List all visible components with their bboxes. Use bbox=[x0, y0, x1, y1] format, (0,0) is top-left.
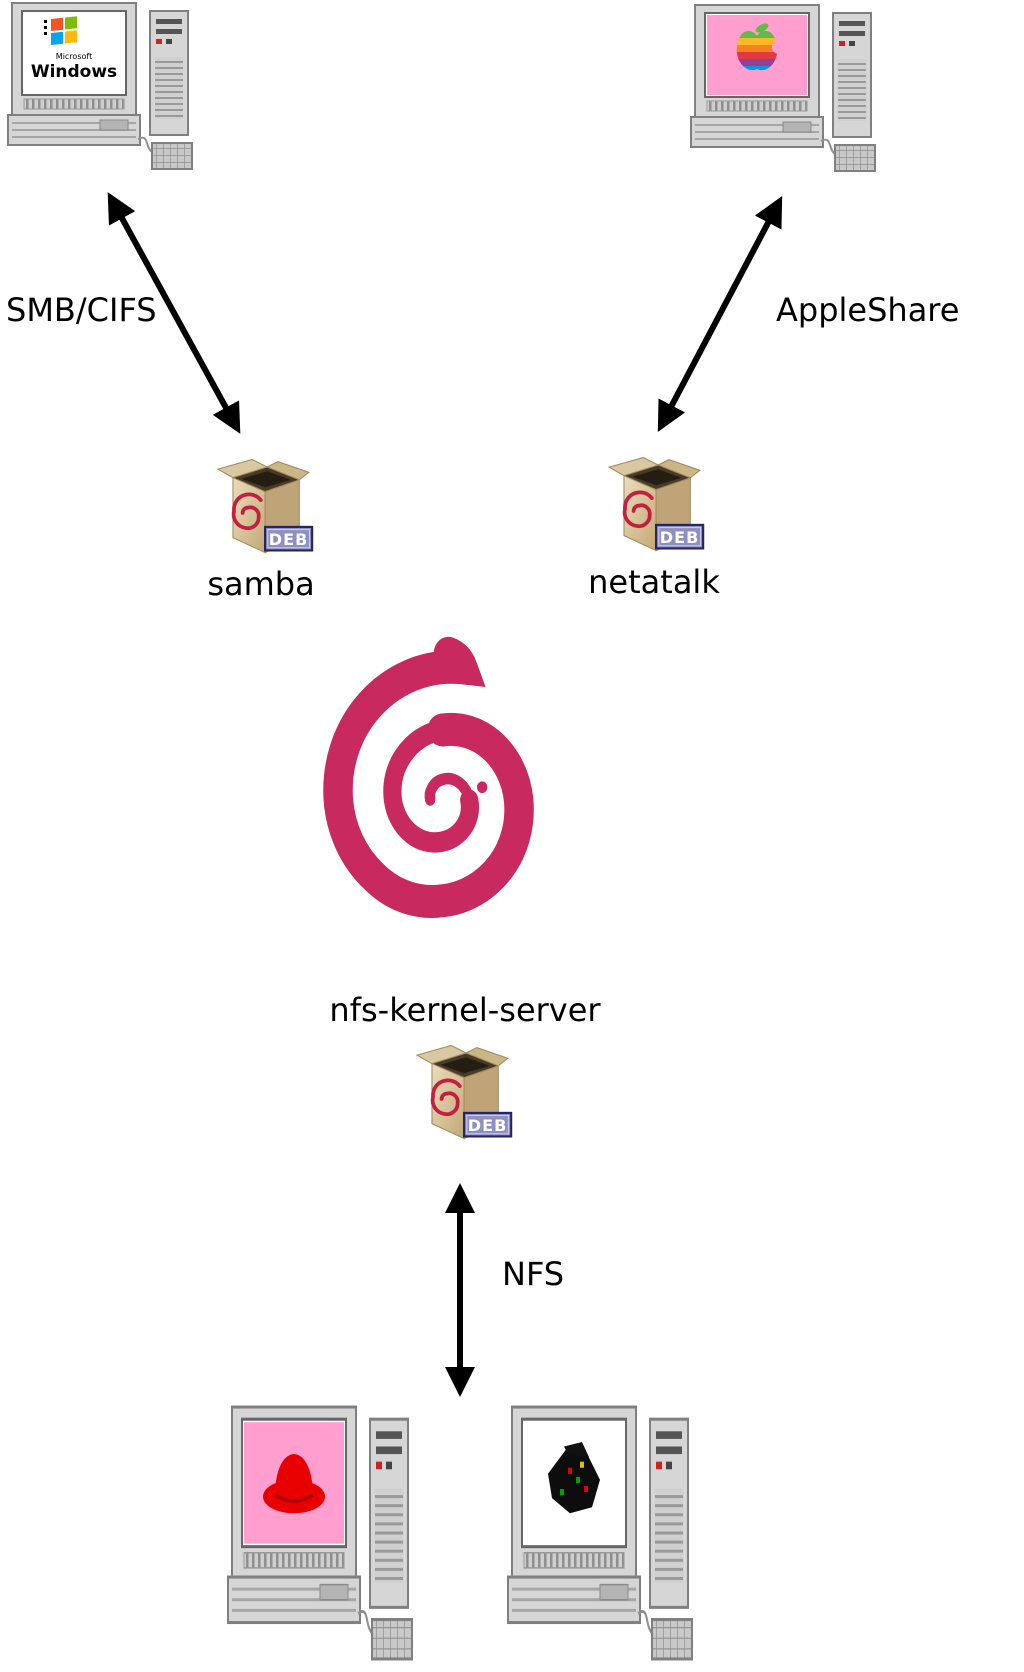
samba-label: samba bbox=[207, 565, 315, 603]
appleshare-label: AppleShare bbox=[776, 291, 960, 329]
windows-flag-icon bbox=[44, 16, 77, 45]
nfs-package-icon bbox=[415, 1043, 514, 1141]
netatalk-label: netatalk bbox=[588, 563, 720, 601]
dark-os-logo-icon bbox=[548, 1441, 600, 1514]
redhat-computer-icon bbox=[226, 1405, 414, 1661]
nfs-kernel-server-label: nfs-kernel-server bbox=[329, 991, 601, 1029]
unix-computer-icon bbox=[506, 1405, 694, 1661]
windows-computer-icon: Microsoft Windows bbox=[7, 2, 193, 170]
redhat-fedora-icon bbox=[263, 1454, 325, 1514]
mac-computer-icon bbox=[690, 4, 876, 172]
microsoft-brand-text: Microsoft bbox=[56, 52, 92, 61]
samba-package-icon bbox=[216, 457, 315, 555]
smb-cifs-label: SMB/CIFS bbox=[6, 291, 157, 329]
netatalk-package-icon bbox=[607, 455, 706, 553]
debian-swirl-icon bbox=[323, 636, 534, 918]
appleshare-arrow bbox=[657, 196, 783, 432]
nfs-label: NFS bbox=[502, 1255, 565, 1293]
smb-cifs-arrow bbox=[107, 192, 241, 434]
windows-brand-text: Windows bbox=[31, 62, 117, 82]
